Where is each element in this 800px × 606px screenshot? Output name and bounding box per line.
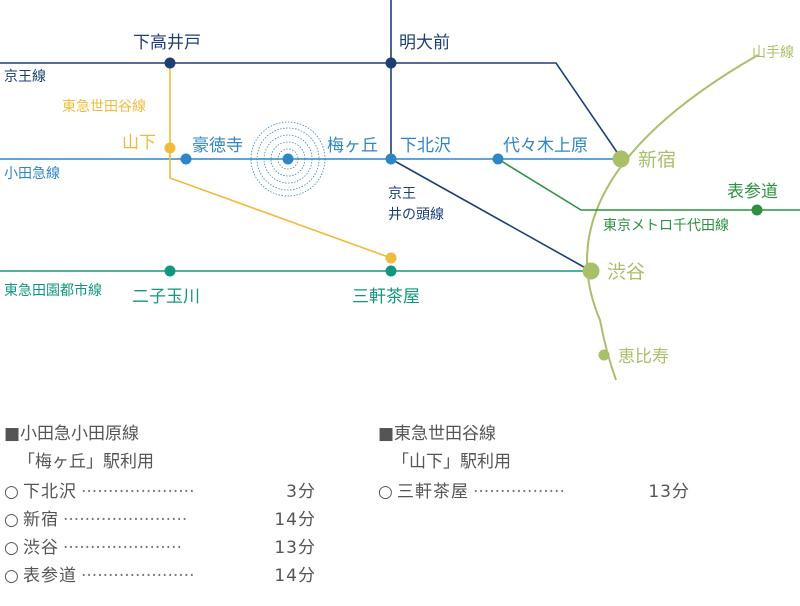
inokashira-line <box>390 158 592 272</box>
station-dot-ebisu <box>598 349 610 361</box>
legend-odakyu-subtitle: 「梅ヶ丘」駅利用 <box>18 452 154 472</box>
station-dot-gotokuji <box>180 153 192 165</box>
line-label-tokyu-setagaya: 東急世田谷線 <box>62 99 146 115</box>
legend-station-name: 三軒茶屋 <box>397 482 469 502</box>
keio-line <box>0 62 622 159</box>
line-label-keio-inokashira-1: 京王 <box>388 186 416 202</box>
yamanote-line <box>586 54 759 381</box>
legend-row: ○ 渋谷 ······················ 13分 <box>4 534 316 562</box>
umegaoka-target-rings <box>250 121 326 197</box>
circle-marker-icon: ○ <box>378 482 394 502</box>
line-label-odakyu: 小田急線 <box>4 166 60 182</box>
legend-setagaya-title: ■東急世田谷線 <box>378 424 497 444</box>
circle-marker-icon: ○ <box>4 510 20 530</box>
leader-dots: ····················· <box>81 482 195 502</box>
station-label-shinjuku: 新宿 <box>638 149 676 171</box>
station-label-gotokuji: 豪徳寺 <box>192 135 243 156</box>
railway-map: 京王線 東急世田谷線 小田急線 京王 井の頭線 東京メトロ千代田線 東急田園都市… <box>0 0 800 381</box>
station-dot-sangenjaya <box>385 265 397 277</box>
station-label-shimokitazawa: 下北沢 <box>400 136 451 156</box>
station-dot-yoyogiuehara <box>492 153 504 165</box>
legend-odakyu-title: ■小田急小田原線 <box>4 424 140 444</box>
line-label-tokyu-denentoshi: 東急田園都市線 <box>4 282 102 299</box>
station-label-shimotakaido: 下高井戸 <box>133 33 201 53</box>
legend-setagaya: ■東急世田谷線 「山下」駅利用 ○ 三軒茶屋 ·················… <box>378 420 690 506</box>
station-label-futakotamagawa: 二子玉川 <box>132 287 200 307</box>
travel-time: 3分 <box>286 482 316 502</box>
legend-row: ○ 表参道 ····················· 14分 <box>4 562 316 590</box>
legend-station-name: 下北沢 <box>23 482 77 502</box>
station-label-omotesando: 表参道 <box>727 182 778 202</box>
leader-dots: ······················· <box>63 510 188 530</box>
station-label-yamashita: 山下 <box>122 133 156 153</box>
legend-setagaya-subtitle: 「山下」駅利用 <box>392 452 511 472</box>
legend-station-name: 渋谷 <box>23 538 59 558</box>
legend-station-name: 新宿 <box>23 510 59 530</box>
station-dot-sangenjaya-setagaya <box>385 252 397 264</box>
station-dot-meidaimae <box>385 57 397 69</box>
circle-marker-icon: ○ <box>4 538 20 558</box>
station-dot-yamashita <box>164 142 176 154</box>
station-dot-shinjuku <box>612 150 630 168</box>
legend-odakyu: ■小田急小田原線 「梅ヶ丘」駅利用 ○ 下北沢 ················… <box>4 420 316 590</box>
leader-dots: ················· <box>473 482 565 502</box>
circle-marker-icon: ○ <box>4 482 20 502</box>
legend-row: ○ 三軒茶屋 ················· 13分 <box>378 478 690 506</box>
station-dot-umegaoka <box>282 153 294 165</box>
station-label-umegaoka: 梅ヶ丘 <box>327 136 378 156</box>
line-label-yamanote: 山手線 <box>752 45 794 61</box>
station-label-shibuya: 渋谷 <box>607 261 645 283</box>
travel-time: 13分 <box>648 482 690 502</box>
station-label-sangenjaya: 三軒茶屋 <box>352 287 420 307</box>
travel-time: 13分 <box>274 538 316 558</box>
line-label-metro-chiyoda: 東京メトロ千代田線 <box>603 218 729 234</box>
leader-dots: ····················· <box>81 566 195 586</box>
line-label-keio: 京王線 <box>4 69 46 85</box>
chiyoda-line <box>497 158 800 211</box>
station-dot-shibuya <box>582 262 600 280</box>
leader-dots: ······················ <box>63 538 182 558</box>
circle-marker-icon: ○ <box>4 566 20 586</box>
station-label-yoyogiuehara: 代々木上原 <box>503 136 588 156</box>
legend-station-name: 表参道 <box>23 566 77 586</box>
station-dot-shimotakaido <box>164 57 176 69</box>
legend-row: ○ 新宿 ······················· 14分 <box>4 506 316 534</box>
line-label-keio-inokashira-2: 井の頭線 <box>388 207 444 223</box>
setagaya-line <box>169 63 392 259</box>
station-dot-omotesando <box>751 204 763 216</box>
station-label-meidaimae: 明大前 <box>399 33 450 53</box>
station-dot-futakotamagawa <box>164 265 176 277</box>
station-label-ebisu: 恵比寿 <box>618 347 669 367</box>
travel-time: 14分 <box>274 510 316 530</box>
legend-row: ○ 下北沢 ····················· 3分 <box>4 478 316 506</box>
travel-time: 14分 <box>274 566 316 586</box>
station-dot-shimokitazawa <box>385 153 397 165</box>
